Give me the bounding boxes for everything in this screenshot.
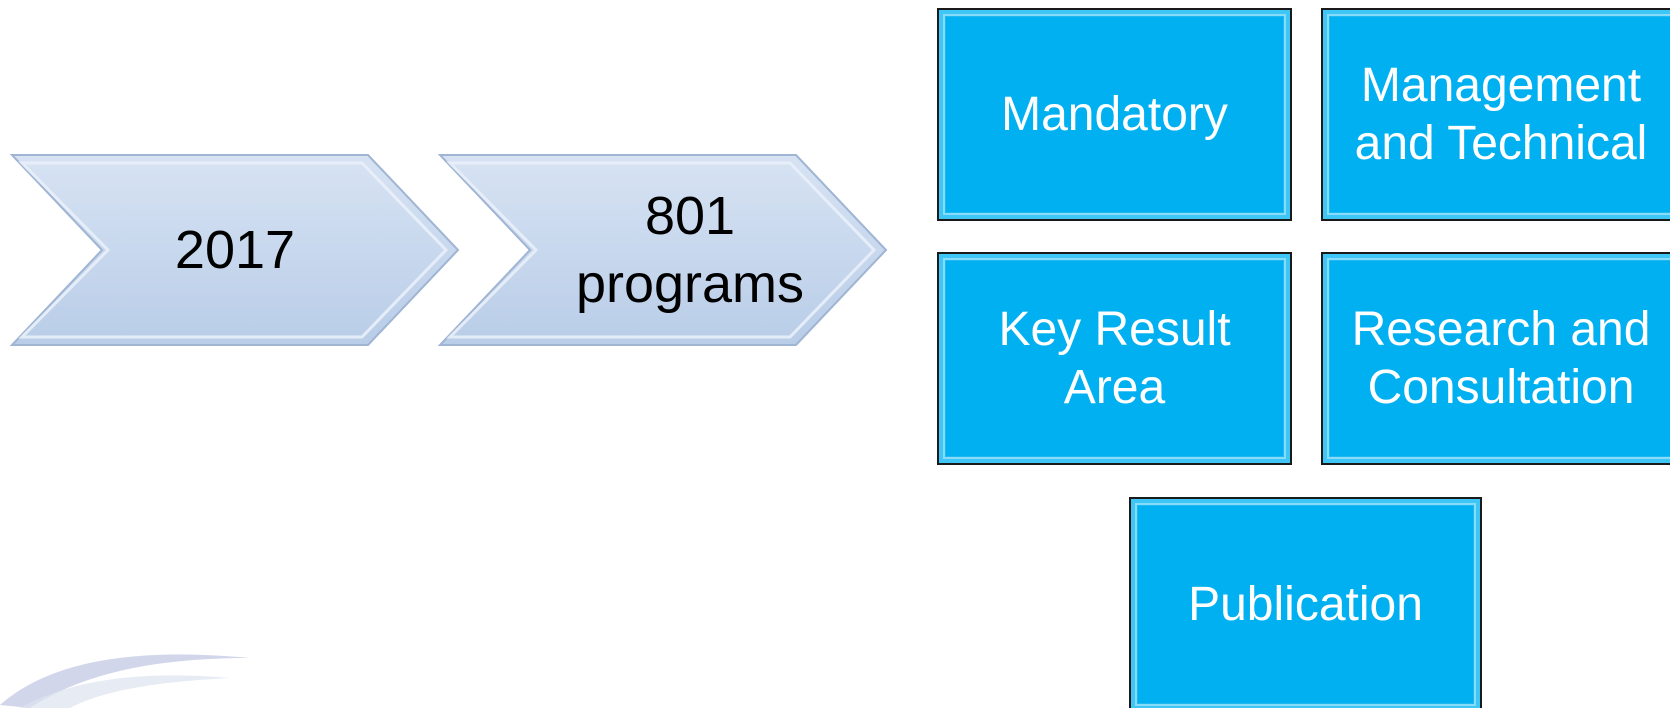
category-label: Research and Consultation xyxy=(1351,302,1651,414)
category-box-mandatory: Mandatory xyxy=(937,8,1292,221)
category-box-key-result-area: Key Result Area xyxy=(937,252,1292,465)
decorative-swoosh xyxy=(0,654,250,708)
chevron-step-1 xyxy=(9,154,460,346)
step-label-2017: 2017 xyxy=(174,220,296,280)
category-label: Publication xyxy=(1188,577,1423,631)
chevron-step-2 xyxy=(437,154,888,346)
category-box-publication: Publication xyxy=(1129,497,1482,708)
category-box-research-consultation: Research and Consultation xyxy=(1321,252,1670,465)
category-label: Key Result Area xyxy=(998,302,1231,414)
category-box-management-technical: Management and Technical xyxy=(1321,8,1670,221)
category-label: Mandatory xyxy=(1001,87,1228,141)
category-label: Management and Technical xyxy=(1354,58,1648,170)
step-label-programs: 801 programs xyxy=(575,186,805,314)
